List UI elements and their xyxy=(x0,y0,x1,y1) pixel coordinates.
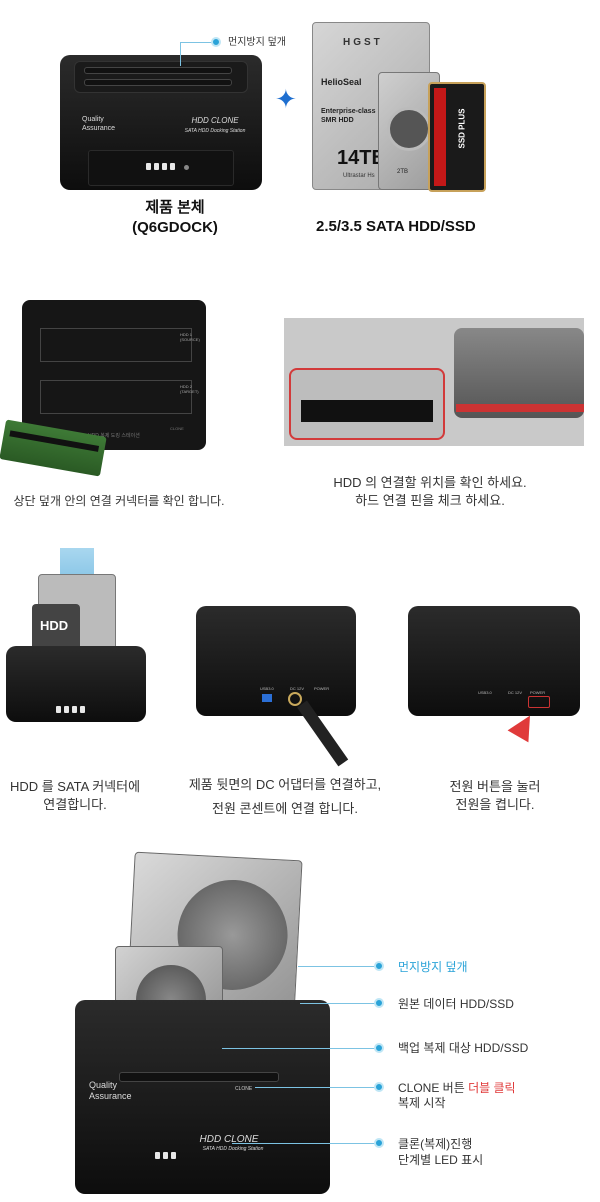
callout-dust-cover: 먼지방지 덮개 xyxy=(228,37,286,48)
step3-caption-line2: 전원을 켭니다. xyxy=(455,797,535,812)
clone-button[interactable]: CLONE xyxy=(235,1086,253,1092)
callout-source-drive: 원본 데이터 HDD/SSD xyxy=(398,997,514,1011)
overview-label-brand: HDD CLONE xyxy=(199,1134,259,1145)
dock-image-step1: HDD xyxy=(6,646,146,722)
overview-led-indicators xyxy=(155,1152,176,1159)
callout-led-line1: 클론(복제)진행 xyxy=(398,1137,473,1151)
dock-rear-power-image: USB3.0 DC 12V POWER xyxy=(408,606,580,716)
product-model: (Q6GDOCK) xyxy=(132,219,218,236)
step2-caption-line2: 전원 콘센트에 연결 합니다. xyxy=(211,801,358,816)
overview-label-quality: Quality Assurance xyxy=(89,1080,132,1101)
dock-image-overview: Quality Assurance HDD CLONE SATA HDD Doc… xyxy=(75,1000,330,1194)
callout-clone-start: 복제 시작 xyxy=(398,1096,446,1110)
caption-check-position: HDD 의 연결할 위치를 확인 하세요. xyxy=(333,475,527,490)
led-indicators xyxy=(146,163,175,170)
connector-photo: HDD 1 (SOURCE) HDD 2 (TARGET) HDD 복제 도킹 … xyxy=(22,300,206,450)
caption-check-connector: 상단 덮개 안의 연결 커넥터를 확인 합니다. xyxy=(13,494,225,508)
callout-dust-cover-2: 먼지방지 덮개 xyxy=(398,960,468,974)
dock-image-main: Quality Assurance HDD CLONE SATA HDD Doc… xyxy=(60,55,262,190)
ssd-image: SSD PLUS xyxy=(428,82,486,192)
pin-highlight-box xyxy=(289,368,445,440)
double-click-highlight: 더블 클릭 xyxy=(468,1081,516,1095)
dock-label-sub: SATA HDD Docking Station xyxy=(184,128,246,134)
drives-caption: 2.5/3.5 SATA HDD/SSD xyxy=(316,218,476,235)
step3-caption-line1: 전원 버튼을 눌러 xyxy=(449,779,541,794)
caption-check-pins: 하드 연결 핀을 체크 하세요. xyxy=(355,493,505,508)
plus-icon: ✦ xyxy=(275,84,297,114)
step1-caption-line1: HDD 를 SATA 커넥터에 xyxy=(9,779,141,794)
product-title: 제품 본체 xyxy=(145,199,205,216)
power-led xyxy=(184,165,189,170)
step2-caption-line1: 제품 뒷면의 DC 어댑터를 연결하고, xyxy=(188,777,382,792)
callout-led-line2: 단계별 LED 표시 xyxy=(398,1153,484,1167)
callout-target-drive: 백업 복제 대상 HDD/SSD xyxy=(398,1041,529,1055)
callout-clone-button: CLONE 버튼 더블 클릭 xyxy=(398,1081,516,1095)
overview-label-sub: SATA HDD Docking Station xyxy=(202,1146,264,1152)
dock-label-brand: HDD CLONE xyxy=(191,116,239,125)
step1-caption-line2: 연결합니다. xyxy=(43,797,107,812)
dock-label-quality: Quality Assurance xyxy=(82,116,116,132)
callout-dot xyxy=(211,37,221,47)
dock-rear-image: USB3.0 DC 12V POWER xyxy=(196,606,356,716)
